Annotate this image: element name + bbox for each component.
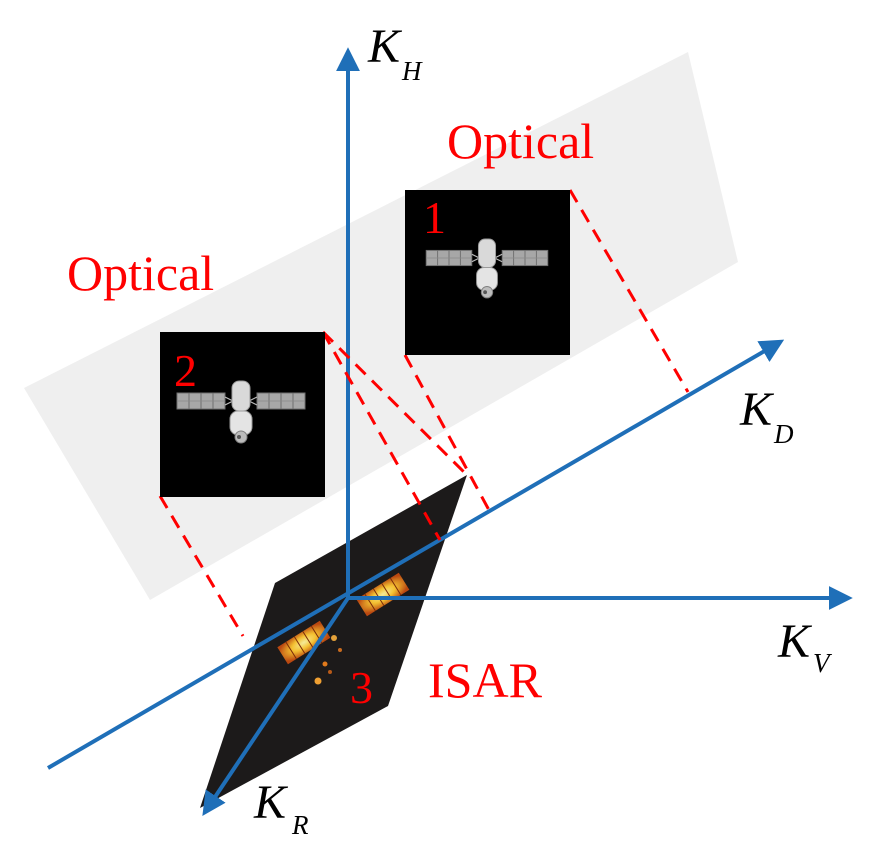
- kv-label: K V: [777, 615, 833, 678]
- kr-axis: [202, 596, 350, 816]
- kd-label-sub: D: [773, 419, 794, 449]
- optical-image-2: 2: [160, 332, 325, 497]
- kr-label-main: K: [253, 776, 289, 829]
- kd-label-main: K: [739, 383, 775, 436]
- kh-label-main: K: [367, 20, 403, 73]
- optical-label-1: Optical: [447, 113, 594, 169]
- kr-label: K R: [253, 776, 309, 840]
- kd-label: K D: [739, 383, 794, 449]
- kv-label-sub: V: [813, 648, 833, 678]
- isar-label: ISAR: [428, 652, 543, 708]
- axes: [46, 47, 853, 816]
- kh-label-sub: H: [401, 56, 423, 86]
- projection-lines: [158, 189, 690, 637]
- image-number-3: 3: [350, 662, 373, 713]
- optical-plane: [24, 52, 738, 600]
- kr-label-sub: R: [291, 810, 309, 840]
- image-number-1: 1: [423, 192, 446, 243]
- kh-label: K H: [367, 20, 423, 86]
- kv-label-main: K: [777, 615, 813, 668]
- isar-image: [200, 475, 467, 808]
- optical-label-2: Optical: [67, 245, 214, 301]
- kd-axis: [46, 339, 785, 770]
- optical-image-1: 1: [405, 190, 570, 355]
- image-number-2: 2: [174, 345, 197, 396]
